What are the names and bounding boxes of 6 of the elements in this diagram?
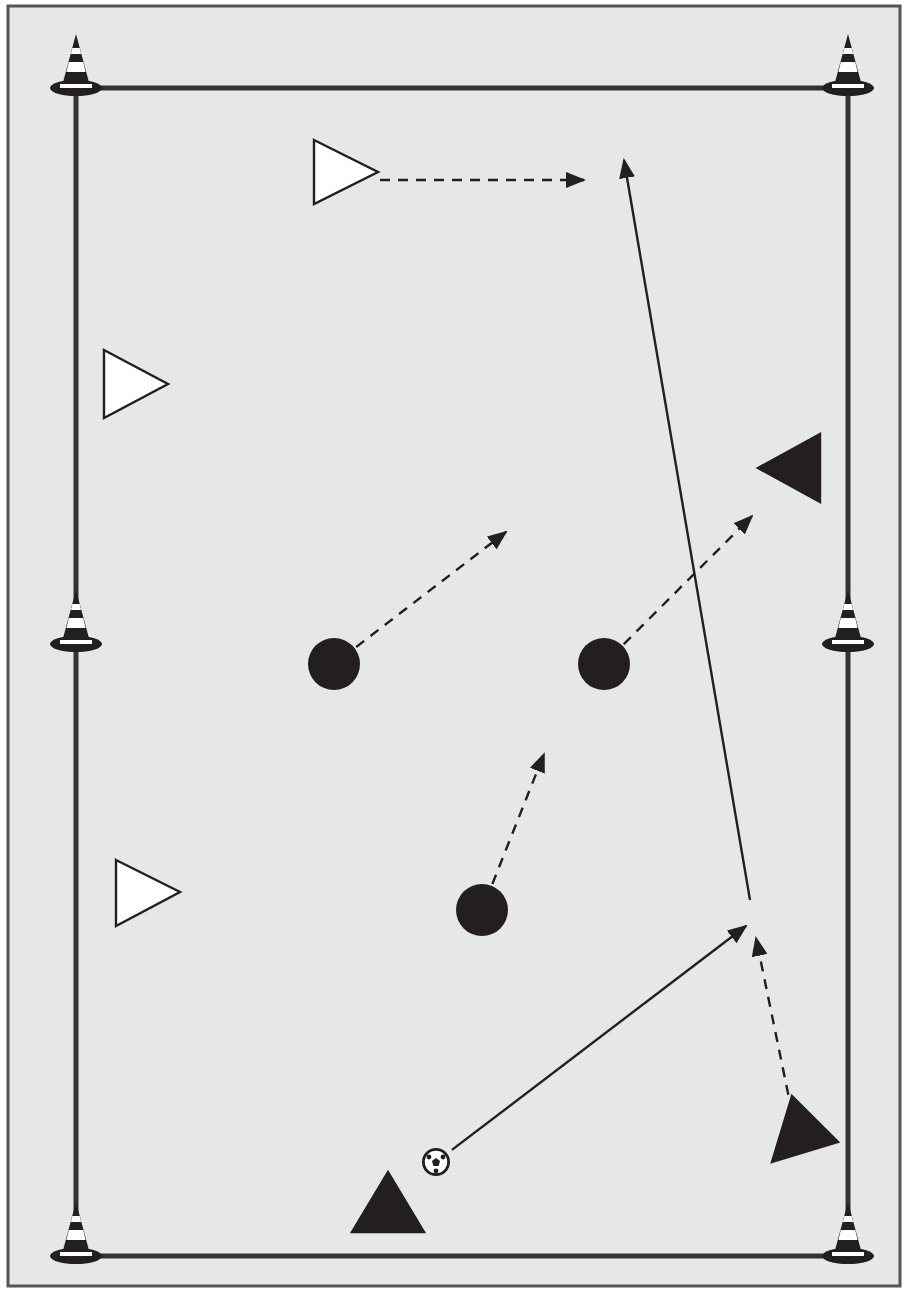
dashed-arrow xyxy=(622,514,754,646)
dashed-arrow xyxy=(380,172,586,188)
dashed-arrow xyxy=(491,752,546,885)
dashed-arrow xyxy=(355,530,508,648)
dashed-arrow xyxy=(751,936,790,1096)
arrow xyxy=(451,924,748,1151)
